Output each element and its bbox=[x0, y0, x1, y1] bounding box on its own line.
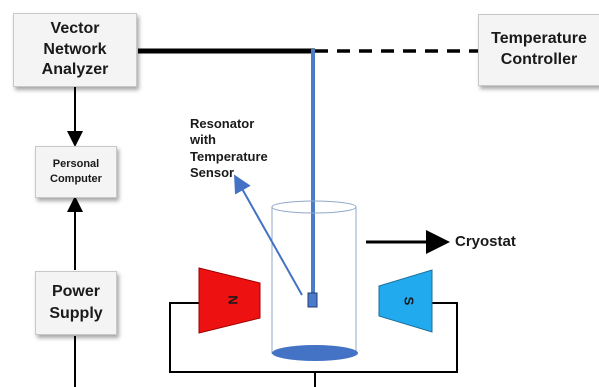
power-supply-box: Power Supply bbox=[35, 271, 117, 335]
north-magnet-label: N bbox=[226, 295, 241, 304]
south-magnet bbox=[378, 269, 433, 333]
resonator-pointer-arrow bbox=[234, 174, 303, 296]
cryostat-top-rim bbox=[271, 200, 357, 214]
personal-computer-box: Personal Computer bbox=[35, 146, 117, 198]
north-magnet bbox=[198, 267, 261, 334]
resonator-label: Resonator with Temperature Sensor bbox=[190, 116, 268, 180]
south-magnet-label: S bbox=[402, 297, 417, 306]
cryostat-label: Cryostat bbox=[455, 233, 516, 250]
vector-network-analyzer-box: Vector Network Analyzer bbox=[13, 13, 137, 87]
magnet-circuit-wire bbox=[169, 302, 458, 373]
cryostat-liquid bbox=[272, 345, 358, 361]
temperature-controller-box: Temperature Controller bbox=[478, 14, 599, 86]
resonator-sample bbox=[307, 292, 318, 308]
cryostat-cylinder bbox=[271, 207, 357, 354]
